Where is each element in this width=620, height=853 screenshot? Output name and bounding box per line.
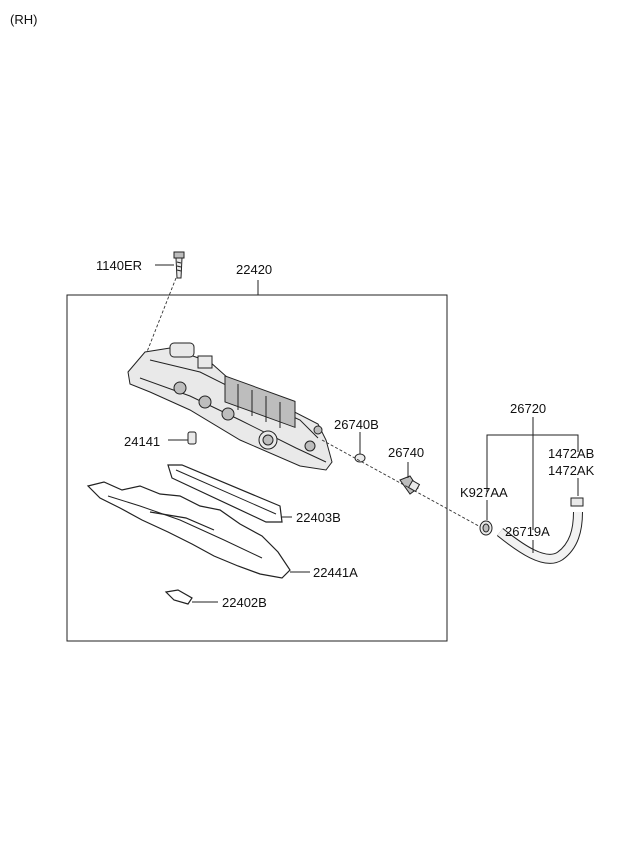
valve-cover-icon [127, 342, 333, 471]
gasket-small-icon [164, 589, 193, 605]
cap-icon [354, 453, 366, 463]
label-gasket-small: 22402B [222, 595, 267, 610]
bolt-icon [173, 251, 185, 279]
label-cap: 26740B [334, 417, 379, 432]
label-dowel: 24141 [124, 434, 160, 449]
label-gasket-lower: 22441A [313, 565, 358, 580]
clamp-right-icon [570, 497, 584, 507]
dowel-pin-icon [187, 431, 197, 445]
label-clamp-right: 1472AB [548, 446, 594, 461]
pcv-axis-line [321, 439, 487, 531]
label-gasket-upper: 22403B [296, 510, 341, 525]
label-pcv-valve: 26740 [388, 445, 424, 460]
label-clamp-left: K927AA [460, 485, 508, 500]
label-bolt: 1140ER [96, 258, 142, 273]
hose-assembly-bracket [486, 434, 579, 492]
pcv-valve-icon [399, 475, 421, 495]
bolt-axis-line [142, 277, 177, 363]
variant-label-text: (RH) [10, 12, 37, 27]
label-hose-assembly: 26720 [510, 401, 546, 416]
assembly-frame [66, 294, 448, 642]
label-clamp-right-alt: 1472AK [548, 463, 595, 478]
label-hose: 26719A [505, 524, 550, 539]
hose-icon [496, 511, 583, 564]
label-cover-assembly: 22420 [236, 262, 272, 277]
gasket-upper-icon [167, 464, 283, 523]
gasket-lower-icon [86, 481, 291, 579]
clamp-left-icon [479, 520, 493, 536]
